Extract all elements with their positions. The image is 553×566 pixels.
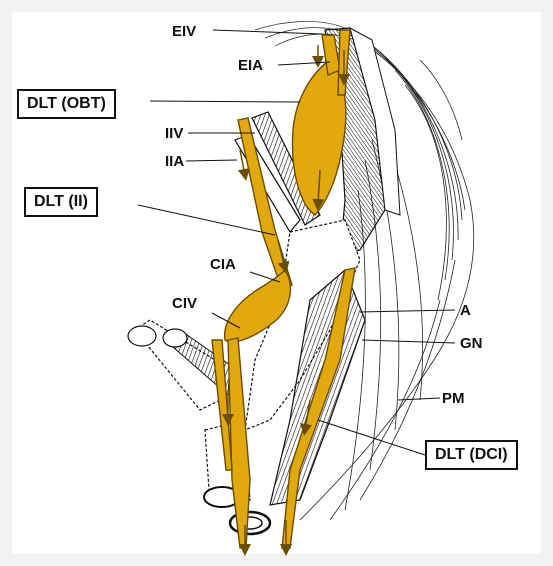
label-gn: GN	[460, 336, 483, 351]
label-dlt-ii: DLT (II)	[24, 187, 98, 217]
label-a: A	[460, 303, 471, 318]
label-iia: IIA	[165, 154, 184, 169]
label-eia: EIA	[238, 58, 263, 73]
label-dlt-obt: DLT (OBT)	[17, 89, 116, 119]
label-cia: CIA	[210, 257, 236, 272]
label-civ: CIV	[172, 296, 197, 311]
label-dlt-dci: DLT (DCI)	[425, 440, 518, 470]
label-iiv: IIV	[165, 126, 183, 141]
label-eiv: EIV	[172, 24, 196, 39]
label-pm: PM	[442, 391, 465, 406]
